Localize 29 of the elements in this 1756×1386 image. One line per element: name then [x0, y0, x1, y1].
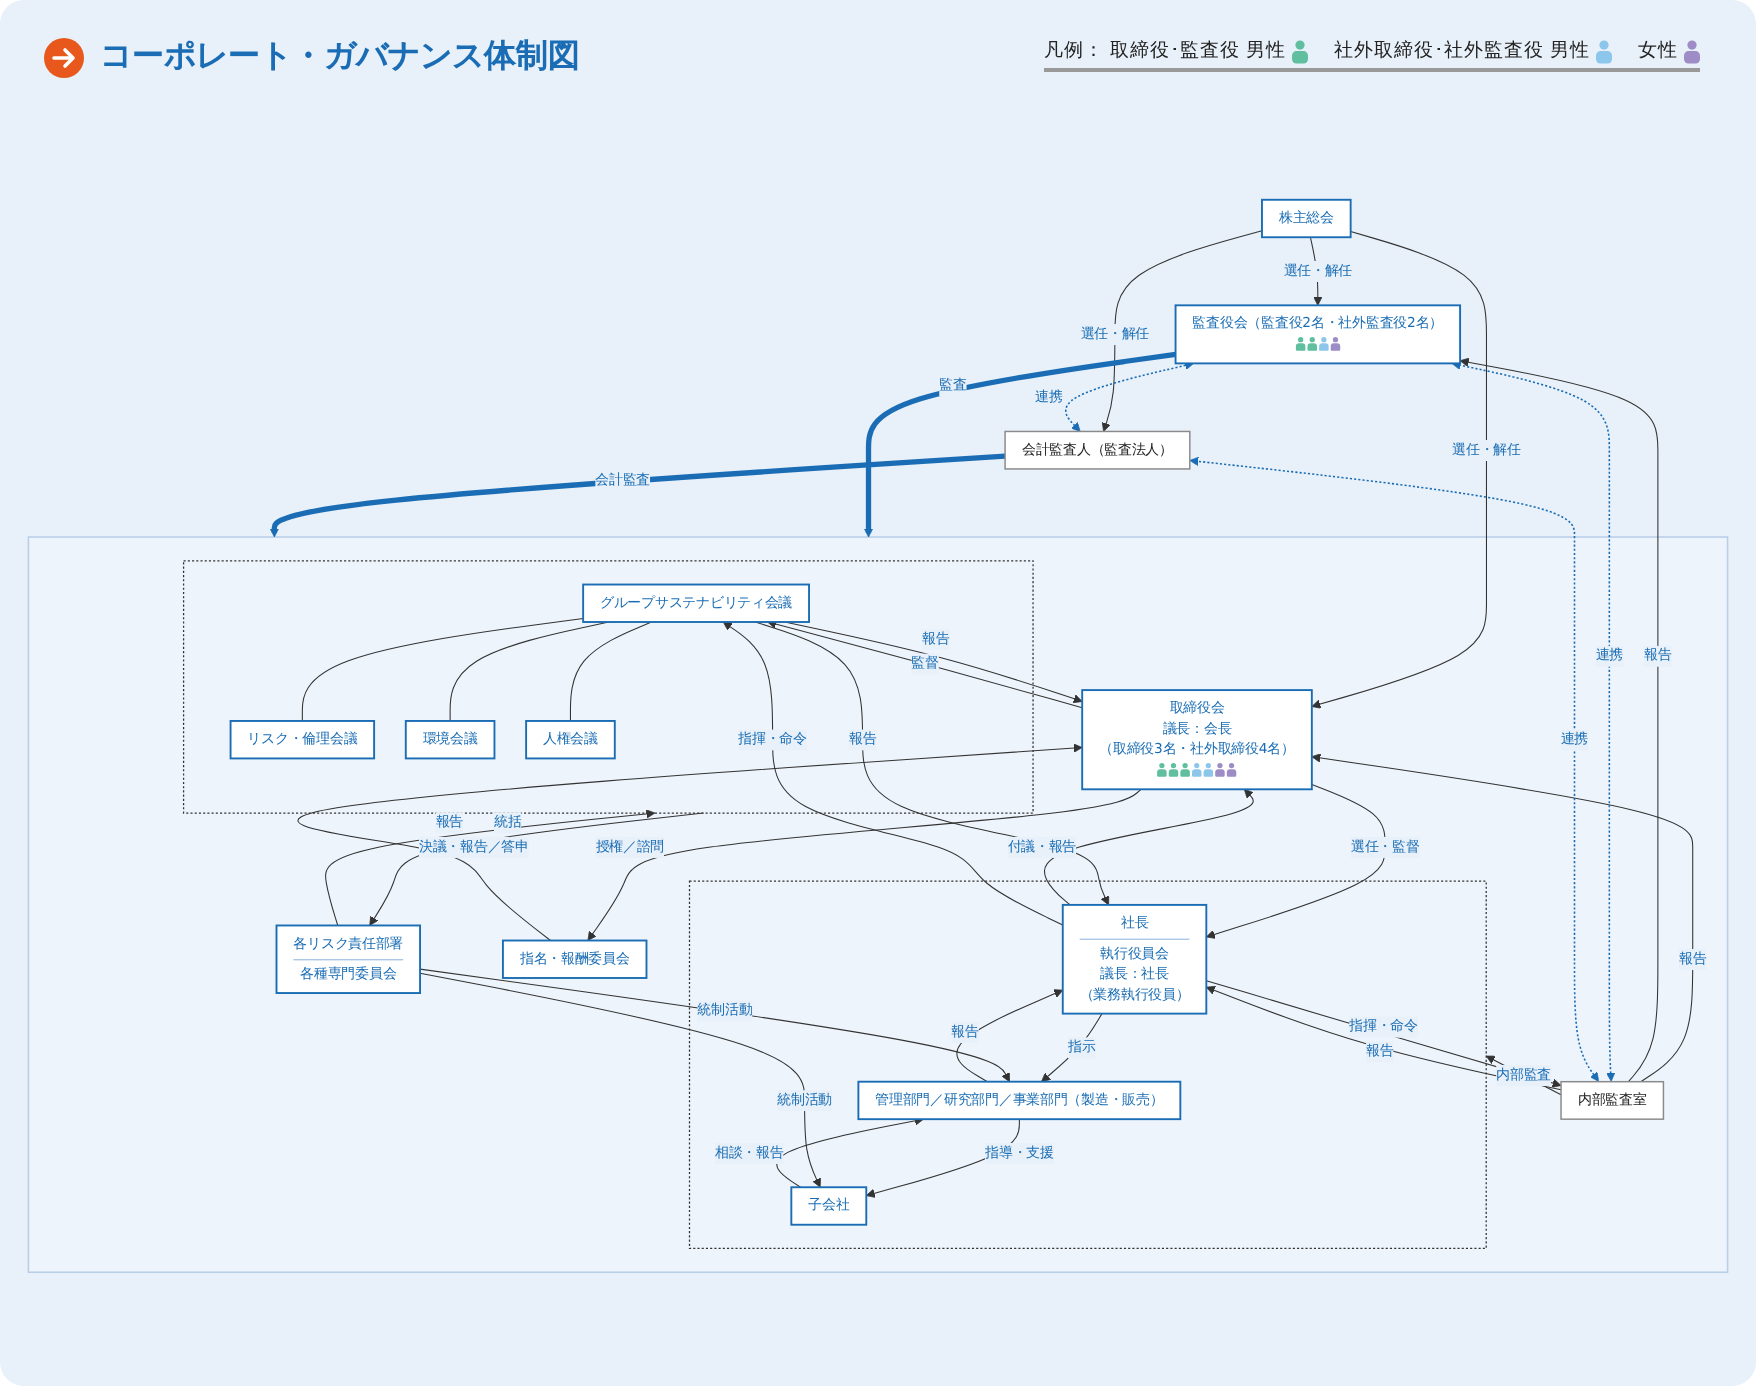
arrow	[956, 989, 1064, 1083]
arrow	[297, 743, 1083, 942]
cluster	[688, 880, 1487, 1250]
arrow	[325, 809, 656, 926]
arrow	[1041, 1013, 1103, 1083]
arrow	[776, 1116, 924, 1188]
cluster	[182, 560, 1034, 814]
arrow	[1485, 1055, 1562, 1096]
arrow	[1459, 357, 1659, 1083]
connector	[569, 621, 652, 722]
arrow	[1065, 360, 1194, 432]
arrow	[419, 972, 821, 1188]
connector	[301, 617, 584, 722]
arrow	[269, 453, 1006, 538]
arrow	[419, 968, 1010, 1083]
legend-label: 社外取締役･社外監査役 男性	[1333, 40, 1590, 64]
arrow	[1205, 783, 1386, 939]
cluster	[27, 536, 1729, 1273]
arrow	[1101, 230, 1263, 432]
arrow	[1311, 753, 1694, 1083]
arrow	[1451, 360, 1616, 1082]
legend-label: 女性	[1638, 40, 1678, 64]
arrow	[1043, 788, 1254, 906]
arrow	[863, 351, 1176, 538]
arrow	[722, 621, 1064, 926]
arrow	[587, 788, 1142, 941]
title: コーポレート・ガバナンス体制図	[100, 36, 580, 78]
legend-label: 取締役･監査役 男性	[1109, 40, 1286, 64]
legend-heading: 凡例：	[1043, 40, 1104, 64]
